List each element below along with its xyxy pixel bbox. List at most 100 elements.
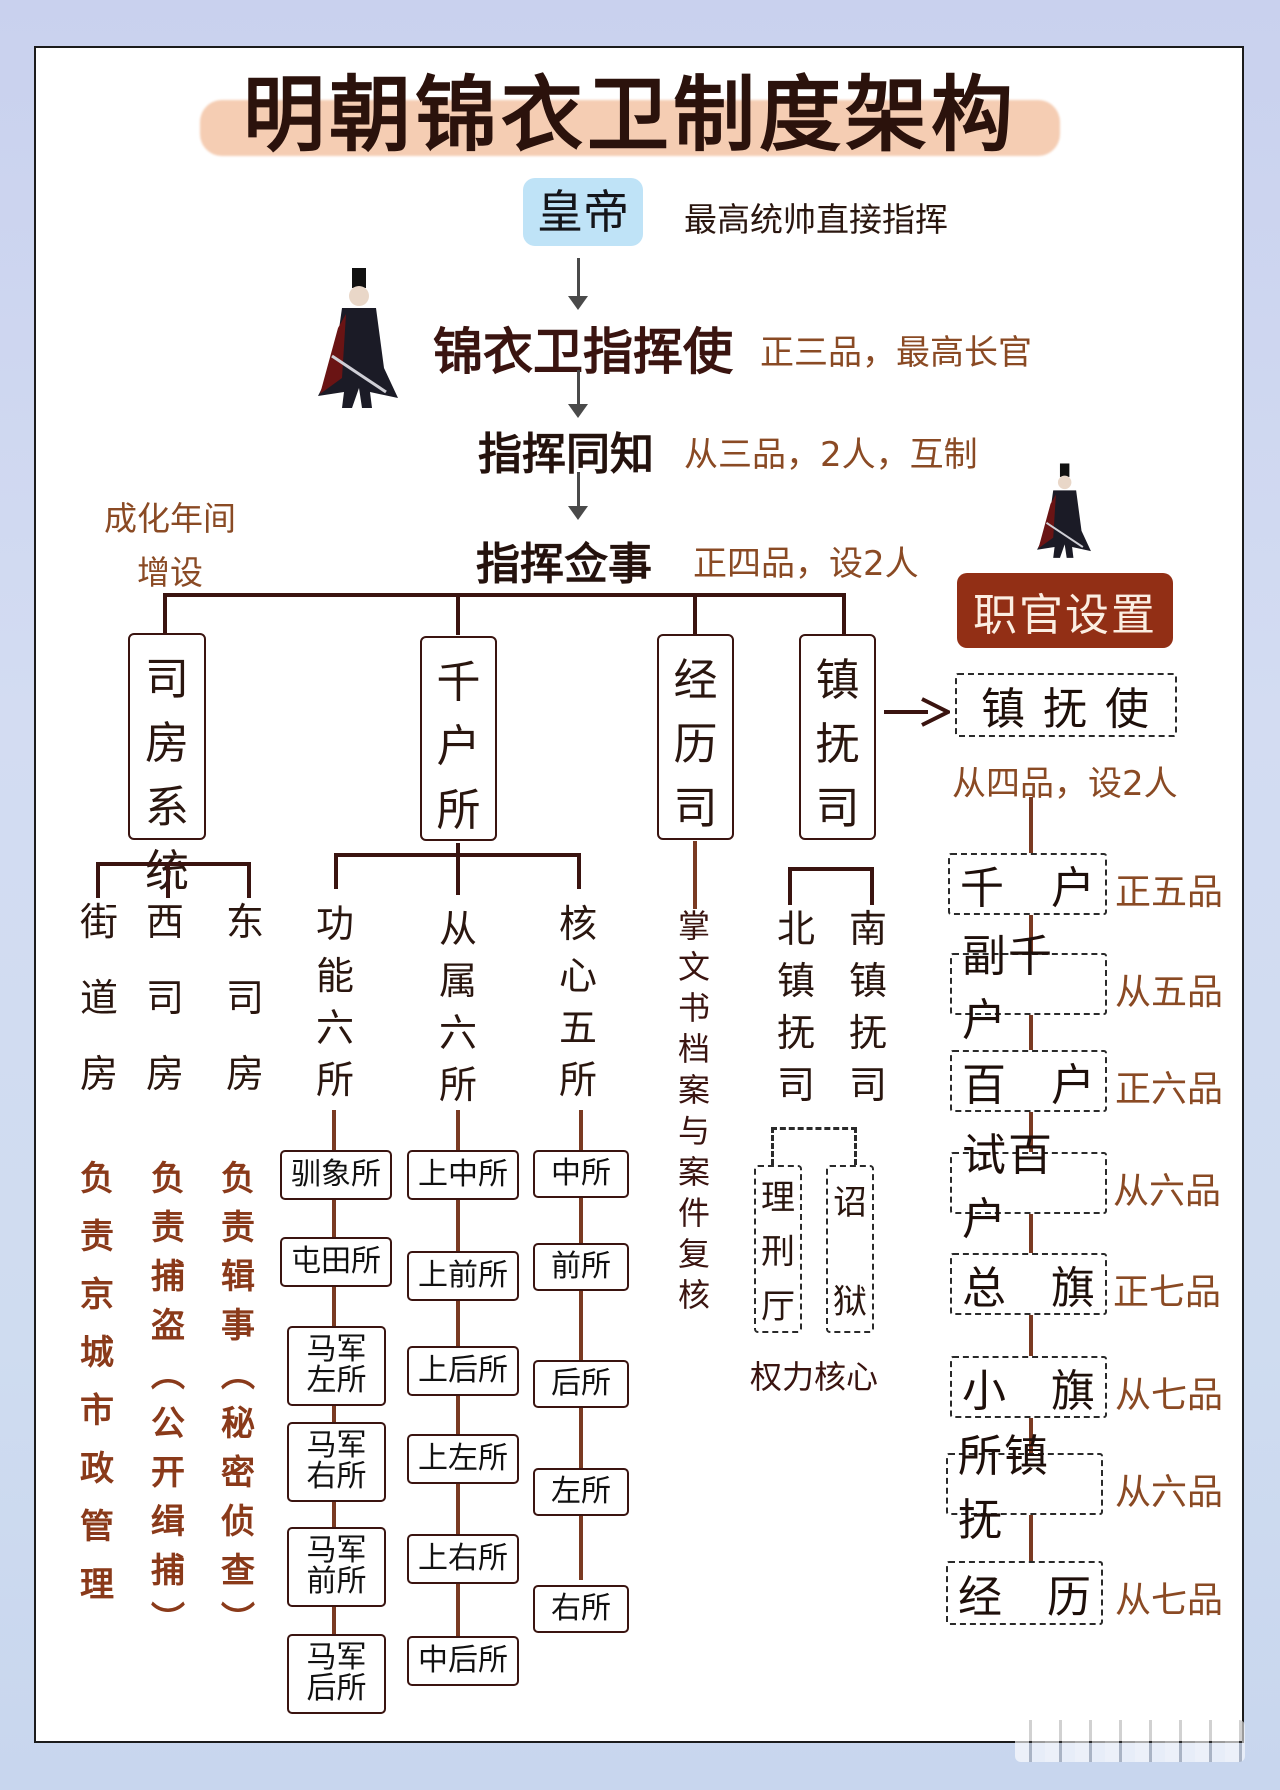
rank-box: 副千户 [950,931,1107,1046]
char: 经 [673,655,718,706]
char: 房 [226,1052,265,1096]
char: 负 [221,1159,255,1199]
char: 侦 [221,1502,255,1542]
char: 责 [80,1217,114,1257]
char: 司 [777,1063,816,1107]
unit-box: 中所 [533,1150,629,1198]
char: 刑 [761,1232,795,1273]
char: 司 [849,1063,888,1107]
char: 道 [80,976,119,1020]
char: 抚 [849,1011,888,1055]
connector-line [456,593,460,635]
unit-box: 马军 左所 [287,1326,386,1406]
rank-label: 旗 [1051,1366,1095,1417]
char: 狱 [833,1282,867,1322]
char: 案 [678,1153,711,1191]
rank-box: 千户 [948,853,1107,915]
dept-qianhusuo-box: 千 户 所 [420,636,497,841]
rank-box: 经历 [946,1561,1103,1625]
connector-line [842,593,846,635]
char: 政 [80,1449,114,1489]
arrow-down-icon [568,370,588,418]
char: 件 [678,1194,711,1232]
connector-line [96,862,251,866]
char: 司 [146,976,185,1020]
dept-jinglisi-box: 经 历 司 [657,634,734,840]
char: 户 [436,721,481,772]
rank-label: 经 [958,1572,1002,1623]
char: 捕 [151,1551,185,1591]
unit-box: 上左所 [407,1434,519,1484]
unit-box: 屯田所 [280,1237,392,1287]
char: 抚 [815,719,860,770]
assistant-commander-note: 正四品，设2人 [693,544,919,584]
connector-line [334,853,581,857]
char: 核 [559,902,598,946]
rank-grade: 从六品 [1113,1171,1222,1212]
rank-grade: 从七品 [1115,1375,1224,1416]
arrow-right-icon [921,697,950,727]
char: 功 [316,902,355,946]
rank-grade: 正五品 [1115,872,1224,913]
rank-label: 百 [962,1060,1006,1111]
rank-label: 试百户 [962,1130,1054,1245]
char: 镇 [815,655,860,706]
side-note-line1: 成化年间 [104,499,236,538]
char: 厅 [761,1287,795,1328]
rank-box: 试百户 [950,1130,1107,1245]
group-functional-six: 功 能 六 所 [316,905,354,1099]
connector-line [788,867,874,871]
unit-box: 上右所 [407,1534,519,1584]
char: 历 [673,719,718,770]
dept-sifang-box: 司 房 系 统 [128,633,206,897]
assistant-commander-title: 指挥佥事 [476,539,652,590]
connector-line [579,1110,583,1580]
rank-label: 户 [1051,1060,1095,1111]
unit-box: 中后所 [407,1636,519,1686]
connector-line [166,862,170,898]
char: 六 [439,1011,478,1055]
rank-box: 小旗 [950,1356,1107,1418]
unit-box: 上中所 [407,1150,519,1200]
emperor-box: 皇帝 [523,178,643,246]
char: 所 [316,1058,355,1102]
rank-grade: 正六品 [1115,1069,1224,1110]
unit-box: 马军 右所 [287,1422,386,1502]
char: 缉 [151,1502,185,1542]
char: 密 [221,1453,255,1493]
char: 与 [678,1112,711,1150]
char: ︵ [221,1355,255,1395]
rank-box: 所镇抚 [946,1431,1103,1546]
south-zhenfusi: 南 镇 抚 司 [849,910,887,1104]
dept-zhenfusi-box: 镇 抚 司 [799,634,876,840]
connector-line [163,593,846,597]
rank-box-zhenfushi: 镇 抚 使 [955,673,1177,737]
char: 盗 [151,1306,185,1346]
vice-commander-note: 从三品，2人，互制 [684,435,978,475]
unit-box: 马军 后所 [287,1634,386,1714]
char: 南 [849,907,888,951]
dongsifang-desc: 负 责 辑 事 ︵ 秘 密 侦 查 ︶ [221,1162,255,1637]
char: 案 [678,1071,711,1109]
commander-title: 锦衣卫指挥使 [433,323,733,381]
char: 开 [151,1453,185,1493]
connector-line [163,593,167,635]
char: 北 [777,907,816,951]
char: 抚 [777,1011,816,1055]
char: 系 [145,782,189,833]
office-jiedaofang: 街 道 房 [80,903,118,1093]
connector-line [96,862,100,898]
jiedaofang-desc: 负 责 京 城 市 政 管 理 [80,1162,114,1602]
section-tag-ranks: 职官设置 [957,573,1173,648]
guard-figure-icon [1037,463,1091,558]
connector-line [870,867,874,905]
zhaoyu-box: 诏 狱 [826,1165,874,1333]
connector-line [884,710,928,714]
group-core-five: 核 心 五 所 [559,905,597,1099]
char: 城 [80,1333,114,1373]
char: 房 [146,1052,185,1096]
char: 秘 [221,1404,255,1444]
rank-grade: 从五品 [1115,972,1224,1013]
vice-commander-title: 指挥同知 [478,429,654,480]
unit-box: 左所 [533,1468,629,1516]
